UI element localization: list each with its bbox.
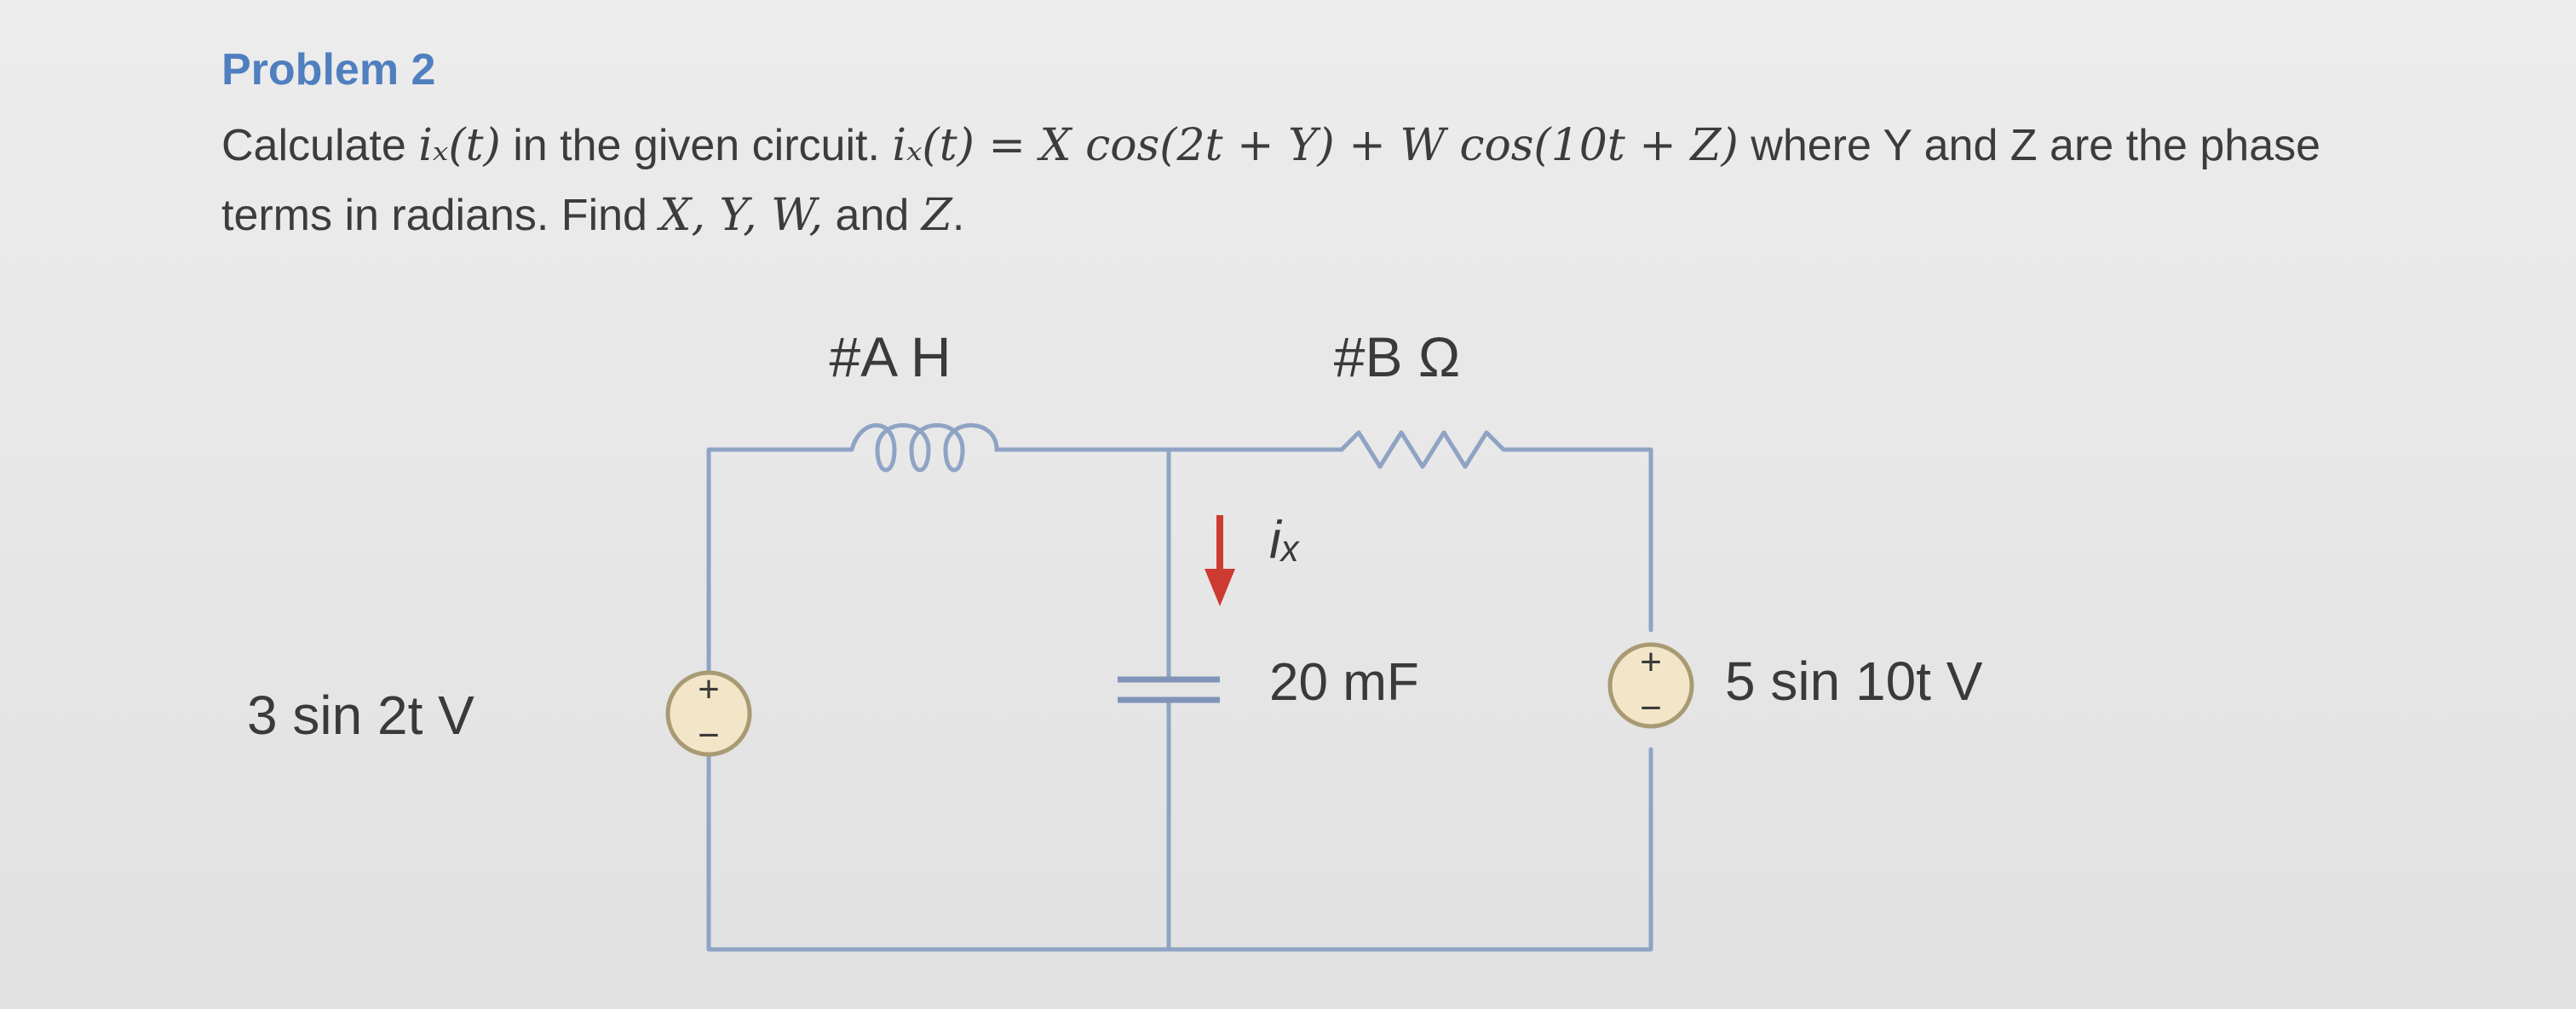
statement-text-end: . [952,191,965,240]
problem-statement: Calculate iₓ(t) in the given circuit. iₓ… [221,111,2351,250]
current-arrow [1205,515,1235,606]
capacitor-label: 20 mF [1269,653,1419,712]
source-right-label: 5 sin 10t V [1725,651,1983,712]
current-equation: iₓ(t) = X cos(2t + Y) + W cos(10t + Z) [892,120,1739,171]
statement-text-3: where Y and Z are the phase terms in rad… [221,121,2321,240]
ix-symbol: iₓ(t) [418,120,501,171]
statement-text-1: Calculate [221,121,419,170]
wire-top-right [1509,447,1653,633]
resistor-symbol [1340,430,1512,469]
wire-top-left [706,447,854,682]
source-right-minus: − [1640,687,1662,729]
source-left-minus: − [698,714,720,756]
source-left-label: 3 sin 2t V [247,685,474,746]
source-right-plus: + [1640,641,1662,683]
inductor-symbol [849,423,1014,473]
statement-text-4: and [823,191,922,240]
voltage-source-left: + − [665,668,752,757]
find-variables: X, Y, W, [659,190,824,241]
source-left-plus: + [698,668,720,710]
problem-title: Problem 2 [221,45,436,95]
statement-text-2: in the given circuit. [500,121,893,170]
circuit-wires [706,447,1653,952]
current-label: iₓ [1269,511,1301,570]
wire-bottom-left [706,747,1653,952]
voltage-source-right: + − [1607,641,1694,729]
last-variable: Z [921,190,952,241]
capacitor-symbol [1118,676,1220,703]
inductor-label: #A H [829,325,951,388]
resistor-label: #B Ω [1334,325,1460,388]
